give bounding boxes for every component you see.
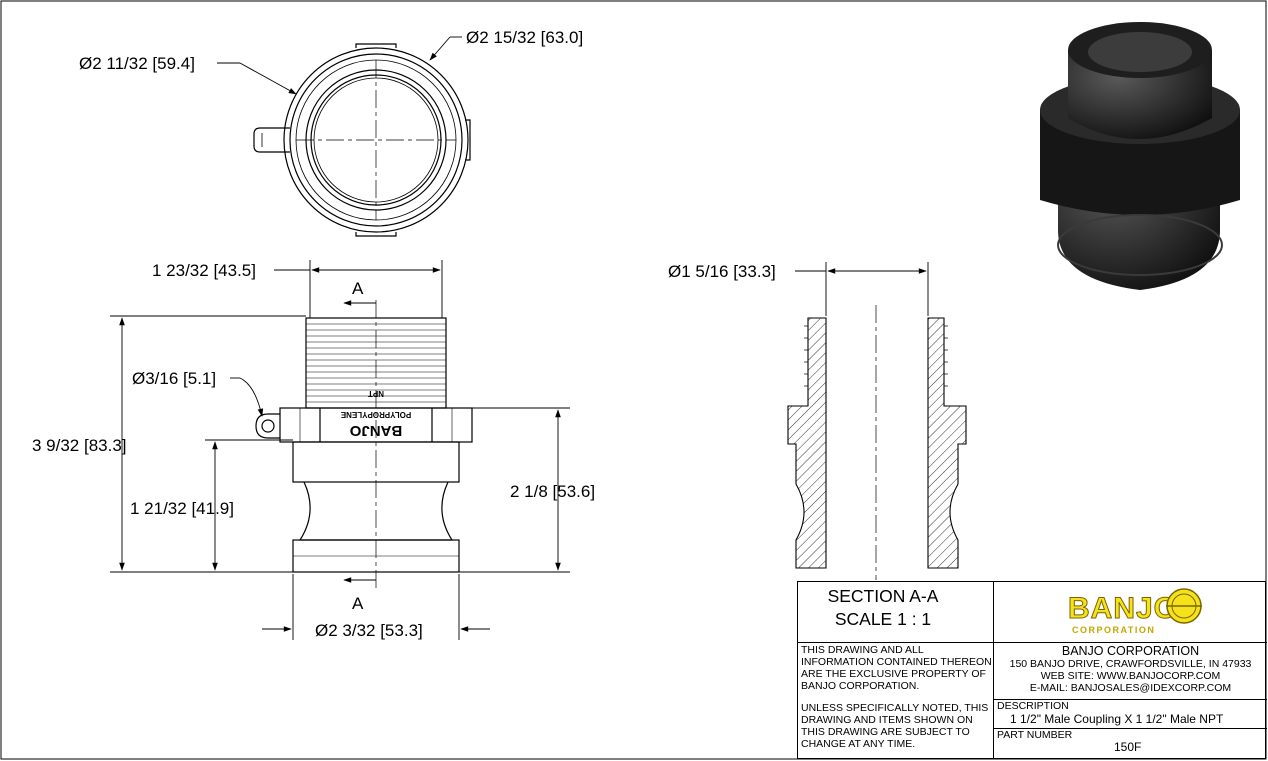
svg-text:CORPORATION: CORPORATION: [1072, 625, 1155, 635]
dim-base-dia: Ø2 3/32 [53.3]: [315, 621, 423, 640]
part-number-value: 150F: [1114, 740, 1142, 754]
dim-top-lug-dia: Ø2 15/32 [63.0]: [466, 28, 583, 47]
part-number-label: PART NUMBER: [997, 729, 1073, 741]
company-email: E-MAIL: BANJOSALES@IDEXCORP.COM: [1029, 682, 1232, 694]
svg-text:BANJO: BANJO: [1068, 592, 1178, 625]
company-address: 150 BANJO DRIVE, CRAWFORDSVILLE, IN 4793…: [1009, 658, 1252, 670]
front-view-dimension-lines: [110, 260, 570, 640]
dim-thread-width: 1 23/32 [43.5]: [152, 261, 256, 280]
dim-hole-dia: Ø3/16 [5.1]: [132, 369, 216, 388]
marking-brand: BANJO: [349, 422, 402, 439]
dim-bore-dia: Ø1 5/16 [33.3]: [668, 262, 776, 281]
section-mark-bottom: A: [352, 594, 364, 613]
dim-top-outer-dia: Ø2 11/32 [59.4]: [79, 54, 195, 73]
dim-lower-height: 1 21/32 [41.9]: [130, 499, 234, 518]
section-arrows: [343, 300, 376, 583]
company-name: BANJO CORPORATION: [1061, 644, 1200, 658]
company-website: WEB SITE: WWW.BANJOCORP.COM: [1040, 670, 1221, 682]
top-view: [253, 43, 471, 237]
section-mark-top: A: [352, 279, 364, 298]
dim-coupling-height: 2 1/8 [53.6]: [510, 482, 595, 501]
section-view: [787, 305, 967, 580]
dim-overall-height: 3 9/32 [83.3]: [32, 436, 127, 455]
section-view-dimension-lines: [795, 262, 929, 316]
top-view-leaders: [217, 36, 462, 95]
company-info: BANJO CORPORATION 150 BANJO DRIVE, CRAWF…: [994, 644, 1267, 694]
change-notice: UNLESS SPECIFICALLY NOTED, THIS DRAWING …: [801, 702, 989, 750]
marking-thread: NPT: [368, 389, 384, 398]
title-block-divider: [993, 582, 994, 759]
description-label: DESCRIPTION: [997, 700, 1069, 712]
section-title: SECTION A-A: [828, 586, 939, 606]
description-value: 1 1/2" Male Coupling X 1 1/2" Male NPT: [1010, 712, 1224, 726]
section-scale: SCALE 1 : 1: [835, 609, 931, 629]
banjo-logo: BANJO CORPORATION: [1058, 586, 1218, 638]
isometric-part-image: [1040, 22, 1240, 290]
title-block: BANJO CORPORATION THIS DRAWING AND ALL I…: [797, 581, 1267, 759]
ownership-notice: THIS DRAWING AND ALL INFORMATION CONTAIN…: [801, 644, 992, 692]
front-view: [255, 300, 473, 590]
marking-material: POLYPROPYLENE: [340, 410, 411, 419]
